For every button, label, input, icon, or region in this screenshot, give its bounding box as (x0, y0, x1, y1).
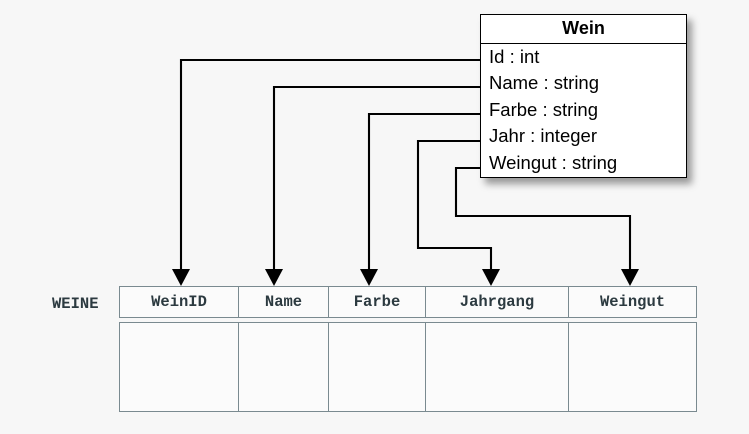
uml-class-wein: Wein Id : int Name : string Farbe : stri… (480, 14, 687, 178)
cell-farbe (329, 323, 426, 411)
uml-attribute-weingut: Weingut : string (489, 152, 618, 174)
connector-id-to-weinid-line (179, 58, 481, 272)
connector-farbe-to-farbe-line (367, 112, 481, 272)
cell-weingut (569, 323, 696, 411)
column-header-weingut: Weingut (599, 293, 666, 311)
uml-attribute-id: Id : int (489, 45, 540, 67)
connector-jahr-arrowhead (482, 269, 500, 286)
connector-weingut-arrowhead (621, 269, 639, 286)
uml-attribute-name: Name : string (489, 72, 600, 94)
column-header-farbe: Farbe (329, 287, 426, 317)
uml-attribute-farbe: Farbe : string (489, 98, 598, 120)
connector-jahr-to-jahrgang-line (416, 139, 493, 272)
connector-weingut-to-weingut-line (454, 166, 632, 272)
connector-farbe-arrowhead (360, 269, 378, 286)
connector-id-arrowhead (172, 269, 190, 286)
column-header-weinid: WeinID (120, 287, 239, 317)
cell-jahrgang (426, 323, 569, 411)
uml-class-name: Wein (481, 15, 686, 44)
relational-table-body-row (119, 322, 697, 412)
connector-name-to-name-line (272, 85, 481, 272)
cell-name (239, 323, 329, 411)
cell-weinid (120, 323, 239, 411)
column-header-name: Name (239, 287, 329, 317)
column-header-jahrgang: Jahrgang (426, 287, 569, 317)
connector-name-arrowhead (265, 269, 283, 286)
uml-attribute-list: Id : int Name : string Farbe : string Ja… (481, 44, 686, 177)
uml-attribute-jahr: Jahr : integer (489, 125, 597, 147)
relational-table-label: WEINE (52, 295, 99, 313)
relational-table-header-row: WeinID Name Farbe Jahrgang Weingut (119, 286, 697, 318)
